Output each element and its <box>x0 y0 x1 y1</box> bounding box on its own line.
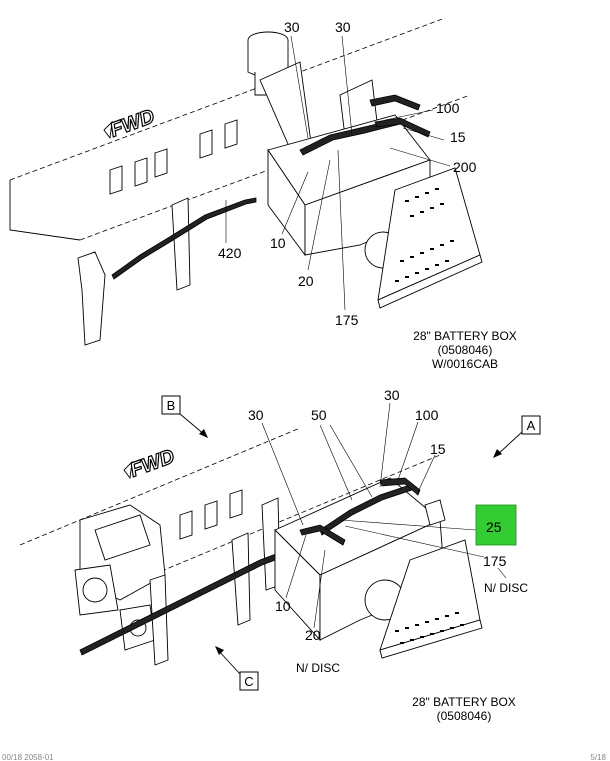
top-caption-line-3: W/0016CAB <box>432 357 498 371</box>
bottom-fwd-label: FWD <box>127 445 177 481</box>
bottom-leaders <box>261 402 507 629</box>
bottom-view-illustration <box>19 427 483 666</box>
top-callout-200: 200 <box>453 159 477 175</box>
view-label-b-text: B <box>167 398 176 413</box>
top-callout-10: 10 <box>270 235 286 251</box>
footer-left: 00/18 2058-01 <box>2 753 54 761</box>
bottom-callout-175: 175 <box>483 553 507 569</box>
bottom-callout-30-b: 30 <box>384 387 400 403</box>
bottom-callout-100: 100 <box>415 407 439 423</box>
bottom-callout-175-note: N/ DISC <box>484 581 528 595</box>
view-label-c: C <box>215 646 259 691</box>
top-callout-30-a: 30 <box>284 19 300 35</box>
top-fwd-label: FWD <box>107 105 157 141</box>
bottom-callout-50: 50 <box>311 407 327 423</box>
bottom-caption-line-2: (0508046) <box>437 709 492 723</box>
bottom-caption: 28" BATTERY BOX (0508046) <box>412 695 516 723</box>
top-caption: 28" BATTERY BOX (0508046) W/0016CAB <box>413 329 517 371</box>
top-callout-15: 15 <box>450 129 466 145</box>
top-caption-line-1: 28" BATTERY BOX <box>413 329 517 343</box>
bottom-callout-15: 15 <box>430 441 446 457</box>
bottom-callout-10: 10 <box>275 598 291 614</box>
bottom-fwd-arrow: FWD <box>123 445 178 482</box>
top-leaders <box>225 35 451 311</box>
view-label-a: A <box>493 415 541 458</box>
top-fwd-arrow: FWD <box>103 105 158 142</box>
top-callout-175: 175 <box>335 312 359 328</box>
step-holes <box>395 188 454 282</box>
top-callout-30-b: 30 <box>335 19 351 35</box>
top-view-illustration <box>9 17 483 346</box>
footer-right: 5/18 <box>590 753 606 761</box>
callout-25-highlight[interactable] <box>475 504 517 546</box>
top-callouts: 30 30 100 15 200 420 10 20 175 <box>218 19 477 328</box>
top-caption-line-2: (0508046) <box>438 343 493 357</box>
bottom-callout-20-note: N/ DISC <box>296 661 340 675</box>
view-label-a-text: A <box>527 418 536 433</box>
bottom-caption-line-1: 28" BATTERY BOX <box>412 695 516 709</box>
bottom-callouts: 30 50 30 100 15 25 175 N/ DISC 10 20 N/ … <box>248 387 528 675</box>
bottom-callout-20: 20 <box>305 627 321 643</box>
view-label-b: B <box>161 395 208 438</box>
bottom-step-holes <box>395 612 464 644</box>
top-callout-20: 20 <box>298 273 314 289</box>
top-callout-100: 100 <box>436 100 460 116</box>
page-footer: 00/18 2058-01 5/18 <box>2 753 607 761</box>
top-callout-420: 420 <box>218 245 242 261</box>
bottom-callout-25: 25 <box>486 519 502 535</box>
bottom-callout-30-a: 30 <box>248 407 264 423</box>
view-label-c-text: C <box>244 674 253 689</box>
